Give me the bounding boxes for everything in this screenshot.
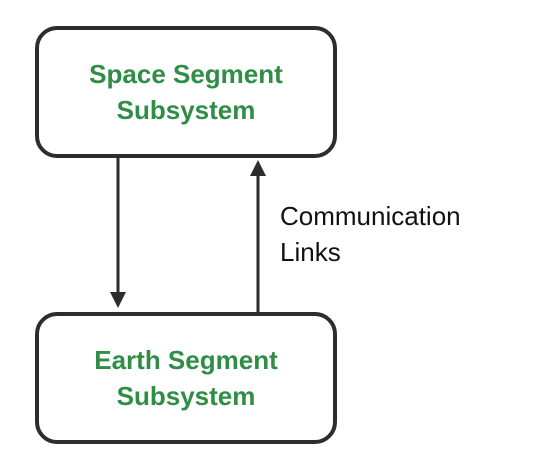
earth-segment-label: Earth Segment Subsystem [94,342,278,414]
earth-segment-label-line1: Earth Segment [94,345,278,375]
earth-segment-node: Earth Segment Subsystem [35,312,337,444]
communication-links-label: Communication Links [280,198,461,270]
arrow-space-to-earth [110,158,126,308]
earth-segment-label-line2: Subsystem [116,381,256,411]
space-segment-label-line1: Space Segment [89,59,283,89]
arrow-earth-to-space [250,160,266,312]
space-segment-label-line2: Subsystem [116,95,256,125]
communication-links-label-line2: Links [280,237,341,267]
space-segment-label: Space Segment Subsystem [89,56,283,128]
communication-links-label-line1: Communication [280,201,461,231]
space-segment-node: Space Segment Subsystem [35,26,337,158]
